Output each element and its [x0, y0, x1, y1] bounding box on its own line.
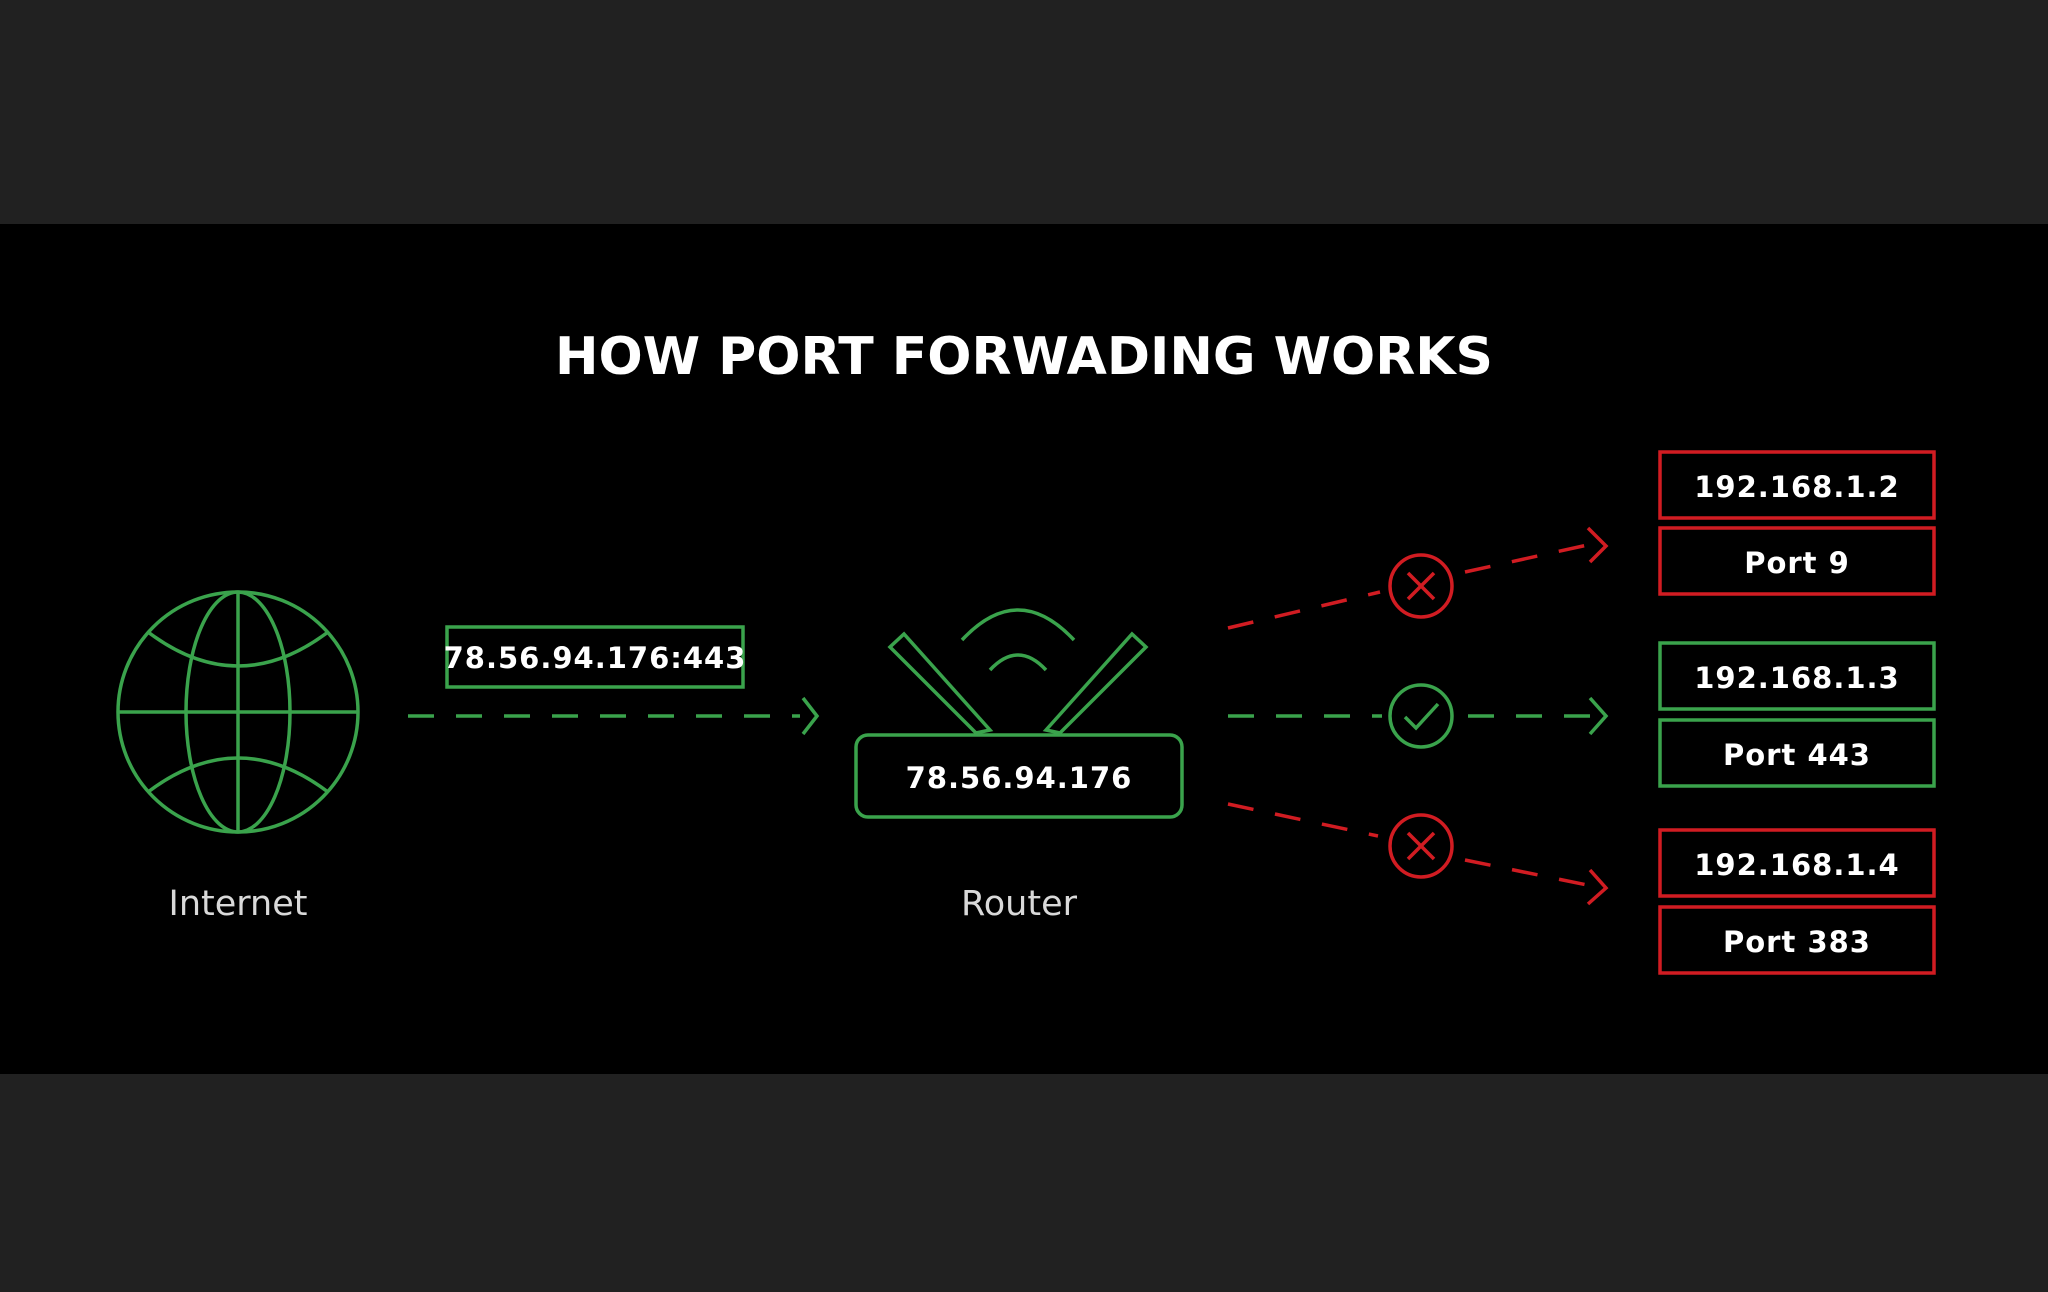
check-circle-icon [1388, 683, 1454, 749]
internet-label: Internet [169, 884, 308, 924]
diagram-title: HOW PORT FORWADING WORKS [555, 327, 1493, 387]
router-icon [854, 608, 1184, 819]
router-ip: 78.56.94.176 [906, 761, 1133, 795]
destination-3: 192.168.1.4 Port 383 [1658, 828, 1936, 975]
x-circle-icon [1388, 553, 1454, 619]
request-arrow [408, 696, 820, 736]
route-blocked-1 [1227, 526, 1609, 630]
destination-port-box [1658, 526, 1936, 596]
route-blocked-2 [1227, 802, 1609, 906]
destination-2: 192.168.1.3 Port 443 [1658, 641, 1936, 788]
destination-ip: 192.168.1.2 [1694, 470, 1899, 504]
destination-1: 192.168.1.2 Port 9 [1658, 450, 1936, 596]
route-allowed [1228, 696, 1609, 736]
destination-ip-box [1658, 450, 1936, 520]
destination-port: Port 383 [1723, 925, 1871, 959]
destination-port: Port 9 [1744, 546, 1850, 580]
destination-ip: 192.168.1.3 [1694, 661, 1899, 695]
destination-port-box [1658, 905, 1936, 975]
globe-icon [116, 590, 360, 834]
request-address-box [445, 625, 745, 689]
destination-ip-box [1658, 641, 1936, 711]
x-circle-icon [1388, 813, 1454, 879]
router-label: Router [961, 884, 1078, 924]
destination-ip-box [1658, 828, 1936, 898]
destination-port-box [1658, 718, 1936, 788]
destination-port: Port 443 [1723, 738, 1871, 772]
request-address: 78.56.94.176:443 [444, 641, 747, 675]
destination-ip: 192.168.1.4 [1694, 848, 1899, 882]
